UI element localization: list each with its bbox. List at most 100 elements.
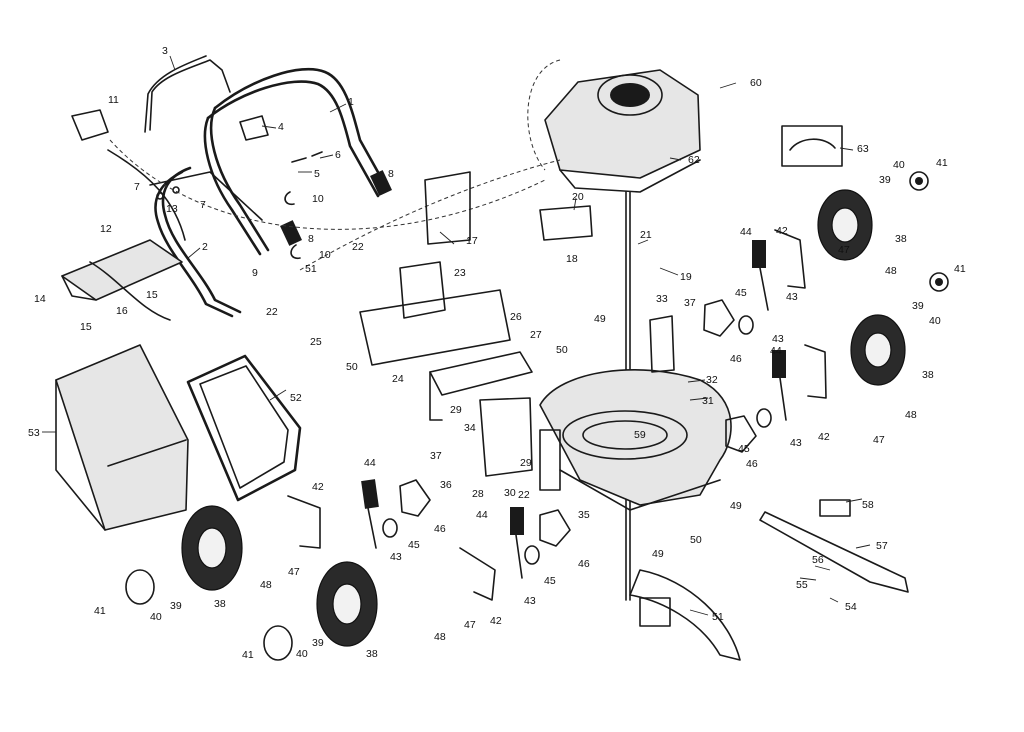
callout-41-b: 41: [242, 649, 254, 661]
callout-10-lower: 10: [319, 249, 331, 261]
callout-50-a: 50: [556, 344, 568, 356]
callout-15-lower: 15: [80, 321, 92, 333]
grass-bag-bracket-part-14: [61, 239, 183, 321]
hubcaps-part-41: [125, 171, 949, 661]
callout-54: 54: [845, 601, 857, 613]
callout-38-rear-left: 38: [214, 598, 226, 610]
callout-56: 56: [812, 554, 824, 566]
callout-20: 20: [572, 191, 584, 203]
callout-45-d: 45: [738, 443, 750, 455]
callout-45-c: 45: [735, 287, 747, 299]
callout-11: 11: [108, 94, 119, 106]
baffle-part-51: [629, 569, 741, 661]
callout-42-a: 42: [312, 481, 324, 493]
callout-40-d: 40: [929, 315, 941, 327]
callout-47-d: 47: [873, 434, 885, 446]
lower-handle-part-2: [107, 149, 263, 318]
callout-41-c: 41: [936, 157, 948, 169]
callout-47-b: 47: [464, 619, 476, 631]
callout-14: 14: [34, 293, 46, 305]
callout-43-a: 43: [390, 551, 402, 563]
callout-43-c: 43: [772, 333, 784, 345]
callout-16: 16: [116, 305, 128, 317]
callout-21: 21: [640, 229, 652, 241]
blade-adapter-part-58: [819, 499, 851, 517]
callout-42-d: 42: [818, 431, 830, 443]
callout-46-a: 46: [434, 523, 446, 535]
callout-40-b: 40: [296, 648, 308, 660]
upper-handle-part-1: [203, 67, 390, 256]
callout-48-a: 48: [260, 579, 272, 591]
callout-38-front-lower: 38: [922, 369, 934, 381]
callout-44-b: 44: [476, 509, 488, 521]
callout-32: 32: [706, 374, 718, 386]
callout-4: 4: [278, 121, 284, 133]
callout-44-c: 44: [740, 226, 752, 238]
callout-36: 36: [440, 479, 452, 491]
callout-47-a: 47: [288, 566, 300, 578]
callout-45-b: 45: [544, 575, 556, 587]
callout-19: 19: [680, 271, 692, 283]
rear-left-wheel-part-38: [181, 505, 243, 591]
callout-26: 26: [510, 311, 522, 323]
callout-53: 53: [28, 427, 40, 439]
blade-part-57: [759, 511, 909, 593]
engine-bracket-part-63: [781, 125, 843, 167]
callout-45-a: 45: [408, 539, 420, 551]
callout-59: 59: [634, 429, 646, 441]
callout-39-a: 39: [170, 600, 182, 612]
callout-58: 58: [862, 499, 874, 511]
callout-17: 17: [466, 235, 478, 247]
callout-18: 18: [566, 253, 578, 265]
callout-12: 12: [100, 223, 112, 235]
callout-42-b: 42: [490, 615, 502, 627]
deck-frame-parts: [359, 171, 675, 491]
callout-3: 3: [162, 45, 168, 57]
callout-42-c: 42: [776, 225, 788, 237]
callout-44-d: 44: [770, 345, 782, 357]
callout-37-right: 37: [684, 297, 696, 309]
callout-34: 34: [464, 422, 476, 434]
mower-deck-part-31: [539, 369, 732, 511]
callout-44-a: 44: [364, 457, 376, 469]
callout-43-e: 43: [786, 291, 798, 303]
callout-37-left: 37: [430, 450, 442, 462]
callout-41-d: 41: [954, 263, 966, 275]
callout-9: 9: [252, 267, 258, 279]
grass-bag-part-53: [55, 344, 189, 531]
callout-49-b: 49: [730, 500, 742, 512]
callout-50-b: 50: [690, 534, 702, 546]
callout-13: 13: [166, 203, 178, 215]
callout-43-d: 43: [790, 437, 802, 449]
callout-2: 2: [202, 241, 208, 253]
callout-31: 31: [702, 395, 714, 407]
callout-22-mid: 22: [266, 306, 278, 318]
callout-55: 55: [796, 579, 808, 591]
front-right-wheel-lower-part-38: [850, 314, 906, 386]
callout-leader-lines: [42, 55, 871, 616]
callout-40-a: 40: [150, 611, 162, 623]
callout-27: 27: [530, 329, 542, 341]
callout-29-upper: 29: [450, 404, 462, 416]
callout-57: 57: [876, 540, 888, 552]
callout-7-right: 7: [200, 199, 206, 211]
callout-52: 52: [290, 392, 302, 404]
callout-6: 6: [335, 149, 341, 161]
callout-50-c: 50: [346, 361, 358, 373]
engine-part-62: [544, 69, 701, 601]
callout-35: 35: [578, 509, 590, 521]
callout-33: 33: [656, 293, 668, 305]
callout-15-upper: 15: [146, 289, 158, 301]
engine-dashed-outline: [109, 59, 561, 271]
callout-28: 28: [472, 488, 484, 500]
callout-labels: 1 2 3 4 5 6 7 7 8 8 9 10 10 11 12 13 14 …: [28, 45, 966, 661]
callout-22-lower: 22: [518, 489, 530, 501]
callout-39-c: 39: [879, 174, 891, 186]
callout-24: 24: [392, 373, 404, 385]
callout-63: 63: [857, 143, 869, 155]
control-bail-part-3: [144, 55, 231, 133]
callout-39-b: 39: [312, 637, 324, 649]
callout-23: 23: [454, 267, 466, 279]
callout-40-c: 40: [893, 159, 905, 171]
